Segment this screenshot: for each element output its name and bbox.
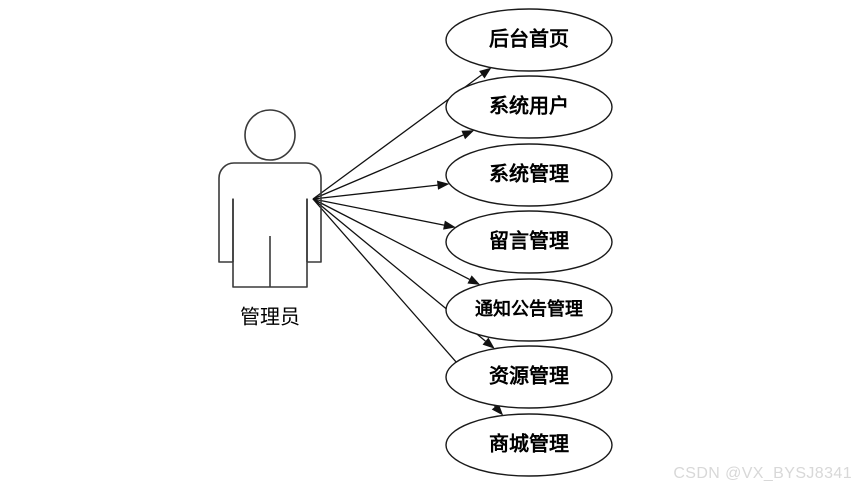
association-actor-to-uc-4 [312, 198, 456, 230]
use-case-uc-7[interactable]: 商城管理 [445, 413, 613, 477]
csdn-watermark: CSDN @VX_BYSJ8341 [673, 465, 852, 482]
use-case-uc-1[interactable]: 后台首页 [445, 8, 613, 72]
use-case-ellipse [445, 345, 613, 409]
use-case-ellipse [445, 8, 613, 72]
association-arrowhead-icon [467, 275, 481, 285]
use-case-label: 后台首页 [489, 27, 569, 51]
use-case-ellipse [445, 210, 613, 274]
use-case-label: 商城管理 [489, 432, 569, 456]
use-case-uc-5[interactable]: 通知公告管理 [445, 278, 613, 342]
association-actor-to-uc-5 [312, 198, 481, 285]
association-arrowhead-icon [482, 337, 495, 349]
association-line [312, 184, 438, 200]
association-arrowhead-icon [461, 130, 475, 140]
association-actor-to-uc-3 [312, 180, 450, 200]
association-arrowhead-icon [443, 220, 456, 230]
use-case-uc-3[interactable]: 系统管理 [445, 143, 613, 207]
association-line [312, 134, 464, 200]
use-case-label: 系统管理 [489, 162, 569, 186]
use-case-ellipse [445, 413, 613, 477]
use-case-uc-4[interactable]: 留言管理 [445, 210, 613, 274]
use-case-ellipse [445, 143, 613, 207]
association-arrowhead-icon [479, 67, 492, 79]
actor-admin[interactable]: 管理员 [218, 109, 322, 329]
actor-body-icon [218, 162, 322, 288]
use-case-label: 系统用户 [489, 94, 569, 118]
association-actor-to-uc-2 [312, 130, 475, 200]
actor-label: 管理员 [240, 306, 300, 329]
use-case-uc-6[interactable]: 资源管理 [445, 345, 613, 409]
association-arrowhead-icon [491, 403, 504, 416]
association-line [312, 198, 470, 281]
use-case-ellipse [445, 278, 613, 342]
actor-head-icon [244, 109, 296, 161]
use-case-label: 资源管理 [489, 364, 569, 388]
use-case-uc-2[interactable]: 系统用户 [445, 75, 613, 139]
use-case-label: 留言管理 [489, 229, 569, 253]
association-line [312, 198, 445, 226]
association-arrowhead-icon [437, 180, 450, 190]
use-case-label: 通知公告管理 [475, 298, 583, 319]
use-case-ellipse [445, 75, 613, 139]
